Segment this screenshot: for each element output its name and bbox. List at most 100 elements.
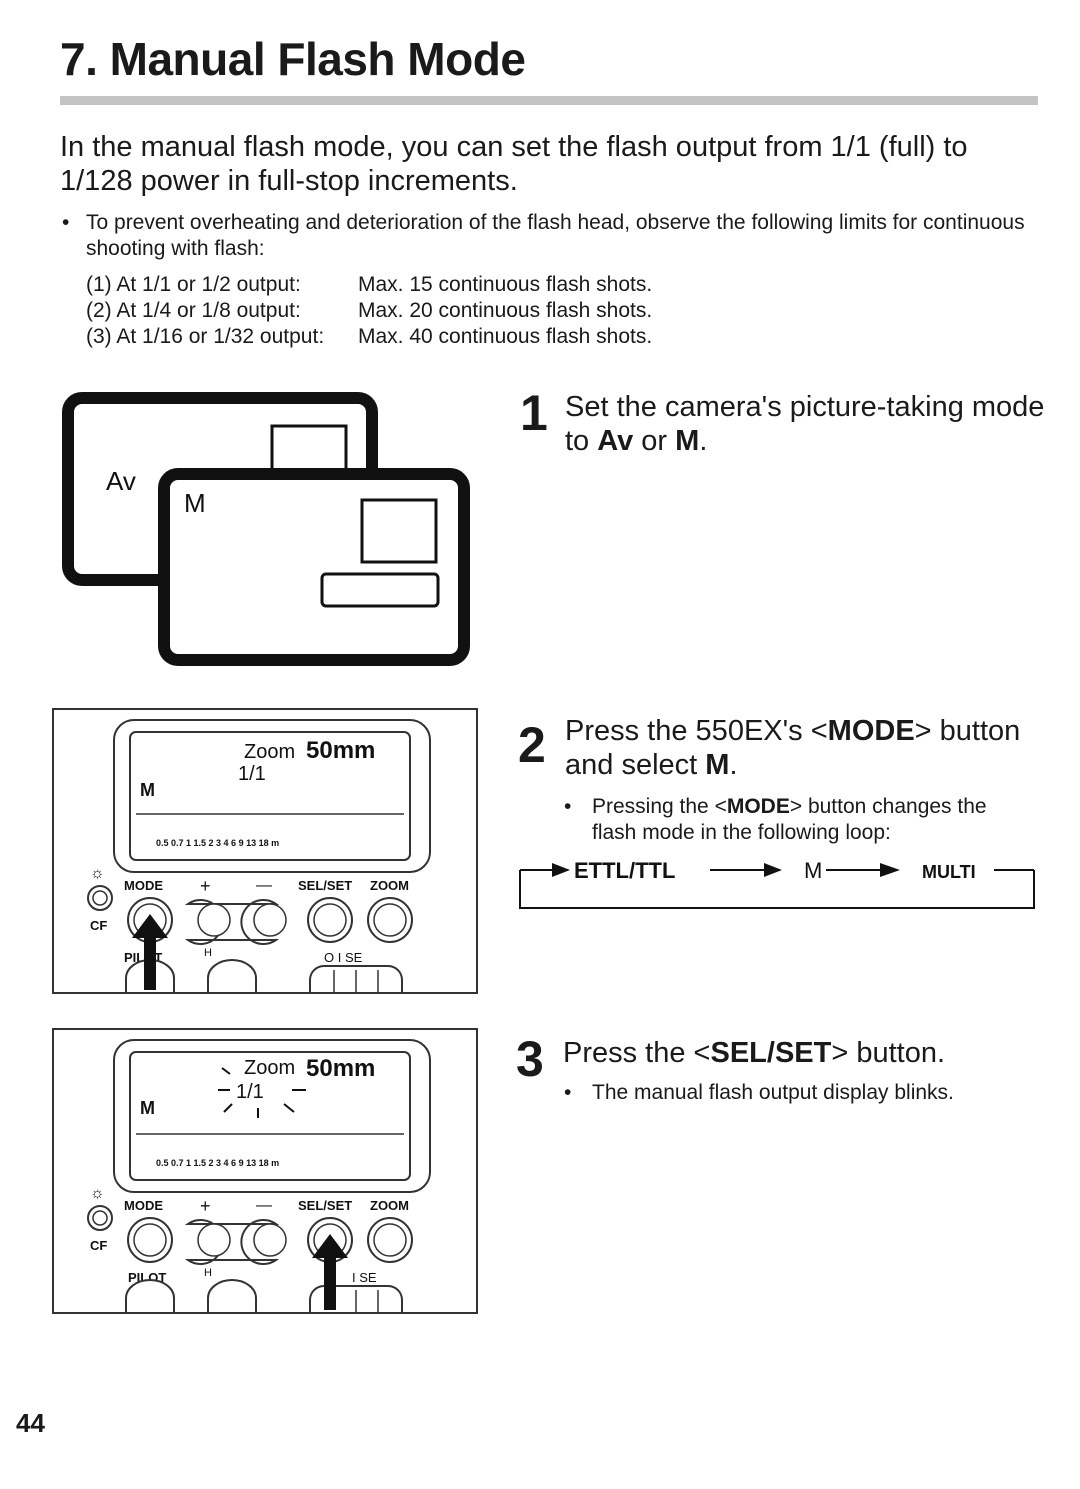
- cf-label: CF: [90, 918, 107, 933]
- step-2-subnote-line2: flash mode in the following loop:: [592, 821, 891, 844]
- step-3-text: Press the <SEL/SET> button.: [563, 1036, 945, 1070]
- pilot-button[interactable]: [125, 1279, 175, 1312]
- sync-button[interactable]: [207, 959, 257, 992]
- arrow-right-icon: [552, 863, 570, 877]
- page-title: 7. Manual Flash Mode: [60, 33, 526, 85]
- mode-indicator: M: [140, 1098, 155, 1118]
- mode-loop-diagram: ETTL/TTL M MULTI: [519, 858, 1035, 909]
- cf-button-inner: [92, 890, 108, 906]
- cf-label: CF: [90, 1238, 107, 1253]
- flash-panel-2: Zoom 50mm 1/1 M 0.5 0.7 1 1.5 2 3 4 6 9 …: [52, 1028, 478, 1314]
- m-label: M: [184, 488, 206, 518]
- step-number: 2: [518, 717, 546, 773]
- sync-button[interactable]: [207, 1279, 257, 1312]
- step-3-prefix: Press the <: [563, 1037, 711, 1069]
- step-3-suffix: > button.: [831, 1037, 946, 1069]
- sync-label: H: [204, 947, 212, 959]
- subnote-suffix: > button changes the: [789, 795, 987, 818]
- step-1-or: or: [633, 425, 676, 457]
- cf-button-inner: [92, 1210, 108, 1226]
- mode-label: MODE: [124, 878, 163, 893]
- light-icon: ☼: [90, 865, 105, 882]
- step-2-prefix: Press the 550EX's <: [565, 715, 828, 747]
- lcd-screen: [129, 731, 411, 861]
- bullet-mark: •: [564, 1081, 572, 1104]
- step-2-subnote: Pressing the <MODE> button changes the f…: [592, 794, 1037, 846]
- plus-label: +: [200, 1196, 211, 1216]
- flash-output-value: 1/1: [236, 1081, 264, 1103]
- minus-label: —: [256, 877, 272, 894]
- loop-m: M: [804, 858, 822, 883]
- step-number: 1: [520, 385, 548, 441]
- sync-label: H: [204, 1267, 212, 1279]
- limit-value: Max. 40 continuous flash shots.: [358, 325, 653, 348]
- press-arrow-icon: [312, 1234, 348, 1310]
- minus-button[interactable]: [253, 903, 287, 937]
- minus-label: —: [256, 1197, 272, 1214]
- av-mode-text: Av: [597, 425, 634, 457]
- mode-label: MODE: [124, 1198, 163, 1213]
- mode-button-text: MODE: [827, 715, 915, 747]
- distance-scale: 0.5 0.7 1 1.5 2 3 4 6 9 13 18 m: [156, 838, 279, 848]
- step-1-line1: Set the camera's picture-taking mode: [565, 391, 1045, 423]
- overheating-note-text: To prevent overheating and deterioration…: [86, 211, 1025, 260]
- limit-value: Max. 15 continuous flash shots.: [358, 273, 653, 296]
- step-2-period: .: [729, 749, 738, 781]
- camera-front-slot: [320, 572, 440, 608]
- intro-paragraph: In the manual flash mode, you can set th…: [60, 131, 968, 197]
- camera-front-window: [360, 498, 438, 564]
- step-2-suffix: > button: [914, 715, 1021, 747]
- plus-button[interactable]: [197, 903, 231, 937]
- title-rule: [60, 96, 1038, 105]
- blink-ray: [221, 1067, 231, 1075]
- loop-ettl: ETTL/TTL: [574, 858, 675, 883]
- power-switch-label: O I SE: [324, 950, 363, 965]
- step-2-line1: Press the 550EX's <MODE> button: [565, 714, 1035, 748]
- limit-value: Max. 20 continuous flash shots.: [358, 299, 653, 322]
- mode-indicator: M: [140, 780, 155, 800]
- step-1-period: .: [699, 425, 708, 457]
- loop-multi: MULTI: [922, 862, 976, 882]
- limit-label: (2) At 1/4 or 1/8 output:: [86, 299, 301, 322]
- loop-return-line: [519, 870, 1035, 909]
- zoom-label: Zoom: [244, 741, 295, 763]
- subnote-mode: MODE: [726, 795, 790, 818]
- zoom-value: 50mm: [306, 737, 375, 764]
- page-number: 44: [16, 1408, 45, 1438]
- plus-label: +: [200, 876, 211, 896]
- light-icon: ☼: [90, 1185, 105, 1202]
- arrow-right-icon: [880, 863, 900, 877]
- step-number: 3: [516, 1031, 544, 1087]
- bullet-mark: •: [62, 211, 70, 234]
- blink-rays-icon: [218, 1067, 306, 1118]
- arrow-right-icon: [764, 863, 782, 877]
- limit-label: (3) At 1/16 or 1/32 output:: [86, 325, 325, 348]
- distance-scale: 0.5 0.7 1 1.5 2 3 4 6 9 13 18 m: [156, 1158, 279, 1168]
- flash-output-value: 1/1: [238, 763, 266, 785]
- m-mode-text: M: [675, 425, 700, 457]
- step-2-text: Press the 550EX's <MODE> button and sele…: [565, 714, 1035, 782]
- step-3-subnote: The manual flash output display blinks.: [592, 1081, 954, 1104]
- selset-label: SEL/SET: [298, 1198, 352, 1213]
- zoom-button-inner: [373, 903, 407, 937]
- minus-button[interactable]: [253, 1223, 287, 1257]
- step-2-line2: and select M.: [565, 748, 1035, 782]
- selset-button-inner: [313, 903, 347, 937]
- lcd-screen: [129, 1051, 411, 1181]
- mode-button-inner: [133, 1223, 167, 1257]
- subnote-prefix: Pressing the <: [592, 795, 727, 818]
- power-switch-label: I SE: [352, 1270, 377, 1285]
- camera-back-window: [270, 424, 348, 472]
- step-1-to: to: [565, 425, 598, 457]
- flash-panel-1: Zoom 50mm 1/1 M 0.5 0.7 1 1.5 2 3 4 6 9 …: [52, 708, 478, 994]
- m-mode-text: M: [705, 749, 730, 781]
- zoom-label: Zoom: [244, 1057, 295, 1079]
- blink-ray: [283, 1103, 295, 1113]
- blink-ray: [223, 1103, 233, 1113]
- step-2-select: and select: [565, 749, 706, 781]
- step-2-subnote-line1: Pressing the <MODE> button changes the: [592, 794, 1037, 820]
- plus-button[interactable]: [197, 1223, 231, 1257]
- step-1-line2: to Av or M.: [565, 424, 1044, 458]
- zoom-button-label: ZOOM: [370, 1198, 409, 1213]
- selset-label: SEL/SET: [298, 878, 352, 893]
